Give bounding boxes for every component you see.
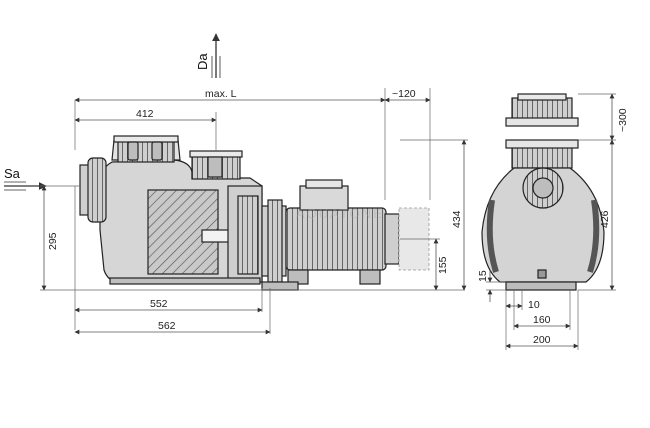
dim-max-length: max. L: [74, 88, 386, 103]
dim-426-text: 426: [599, 210, 611, 228]
suction-label: Sa: [4, 166, 21, 181]
discharge-arrow: Da: [195, 33, 221, 78]
strainer-lid: [111, 135, 181, 163]
dim-approx-300-text: ~300: [617, 108, 629, 132]
dim-200-text: 200: [533, 334, 551, 346]
discharge-union: [189, 150, 243, 180]
dim-426: 426: [599, 139, 615, 291]
dim-approx-120-text: ~120: [392, 88, 416, 100]
dim-max-length-text: max. L: [205, 88, 237, 100]
dim-155: 155: [433, 238, 449, 291]
dim-160: 160: [513, 314, 571, 329]
dim-10-text: 10: [528, 299, 540, 311]
front-view: ~300 426 15 10 160 200: [477, 93, 629, 350]
dim-10: 10: [505, 299, 540, 311]
dim-200: 200: [505, 334, 579, 349]
dim-412-text: 412: [136, 108, 154, 120]
dim-412: 412: [74, 108, 217, 150]
lid-installed: [505, 139, 579, 169]
dim-434: 434: [451, 139, 467, 291]
discharge-label: Da: [195, 53, 210, 70]
dim-15: 15: [477, 270, 493, 302]
dim-15-text: 15: [477, 270, 489, 282]
lid-removed: [505, 93, 579, 127]
dim-approx-120: ~120: [384, 88, 431, 103]
dim-562: 562: [74, 320, 271, 335]
suction-arrow: Sa: [4, 166, 47, 191]
motor: [261, 179, 430, 291]
dim-approx-300: ~300: [609, 93, 629, 141]
side-view: Da Sa max. L ~120 412: [4, 33, 468, 335]
dim-295: 295: [41, 185, 59, 291]
dim-434-text: 434: [451, 210, 463, 228]
dim-155-text: 155: [437, 256, 449, 274]
dim-552: 552: [74, 298, 263, 313]
dim-160-text: 160: [533, 314, 551, 326]
dim-562-text: 562: [158, 320, 176, 332]
watermark: AQUATONE: [296, 206, 384, 221]
dim-552-text: 552: [150, 298, 168, 310]
pump-housing: [79, 135, 263, 285]
dim-295-text: 295: [47, 232, 59, 250]
